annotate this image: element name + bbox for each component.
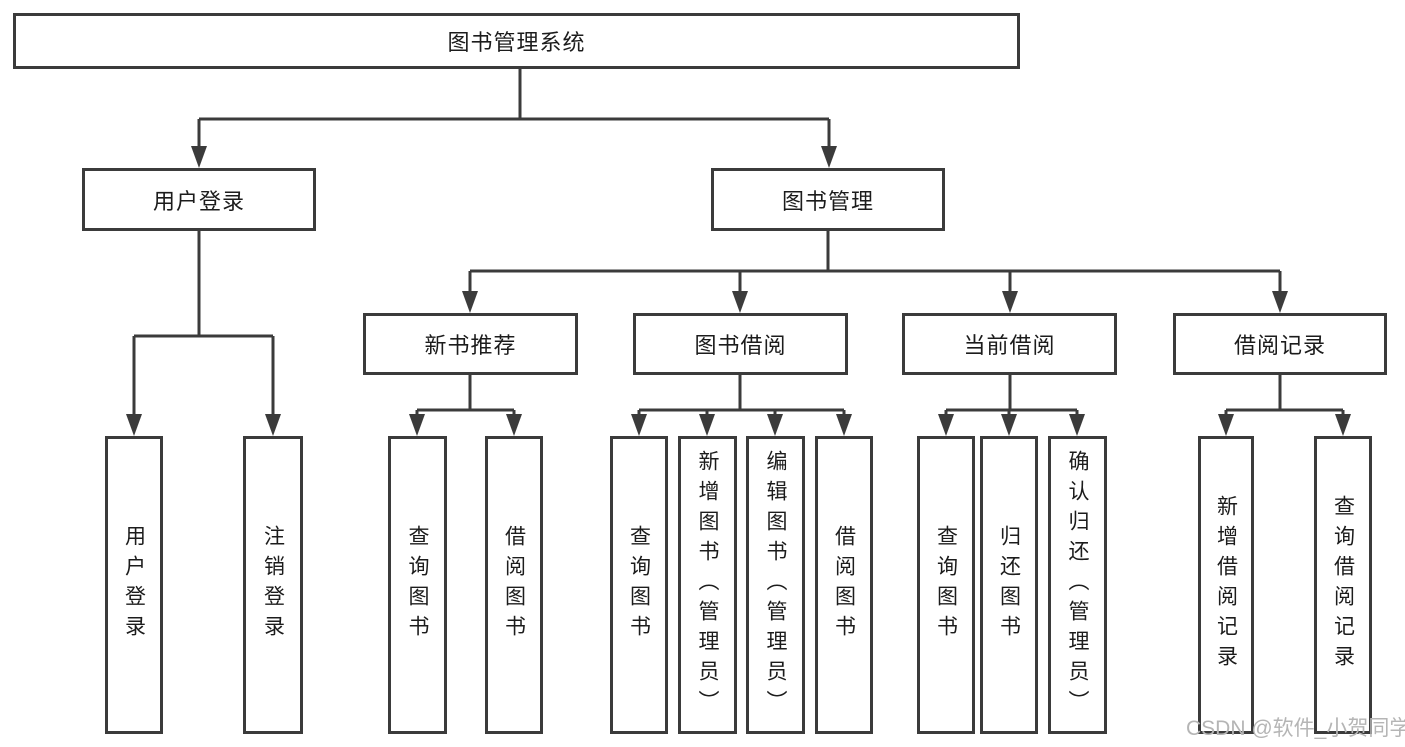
node-leaf-user-login: 用户登录 (105, 436, 163, 734)
node-leaf-confirm-return-admin: 确认归还（管理员） (1048, 436, 1107, 734)
node-label: 查询图书 (627, 525, 651, 645)
node-label: 用户登录 (152, 188, 245, 214)
node-label: 用户登录 (122, 525, 146, 645)
node-label: 图书管理系统 (447, 30, 586, 55)
node-book-management-branch: 图书管理 (711, 168, 945, 231)
node-label: 归还图书 (997, 525, 1021, 645)
node-leaf-return-books: 归还图书 (980, 436, 1038, 734)
node-current-borrow: 当前借阅 (902, 313, 1117, 375)
node-label: 新增图书（管理员） (696, 450, 719, 720)
node-label: 借阅图书 (502, 525, 526, 645)
node-book-borrow: 图书借阅 (633, 313, 848, 375)
node-leaf-query-books-2: 查询图书 (610, 436, 668, 734)
node-leaf-logout: 注销登录 (243, 436, 303, 734)
node-leaf-add-borrow-record: 新增借阅记录 (1198, 436, 1254, 734)
node-label: 当前借阅 (963, 333, 1056, 358)
node-user-login-branch: 用户登录 (82, 168, 316, 231)
node-label: 借阅图书 (832, 525, 856, 645)
node-label: 编辑图书（管理员） (764, 450, 787, 720)
node-label: 查询图书 (406, 525, 429, 645)
node-label: 图书管理 (781, 188, 874, 214)
node-label: 确认归还（管理员） (1066, 450, 1089, 720)
node-leaf-borrow-books-2: 借阅图书 (815, 436, 873, 734)
node-leaf-query-books-1: 查询图书 (388, 436, 447, 734)
node-leaf-edit-books-admin: 编辑图书（管理员） (746, 436, 805, 734)
node-new-book-recommend: 新书推荐 (363, 313, 578, 375)
node-system-root: 图书管理系统 (13, 13, 1020, 69)
node-leaf-query-borrow-record: 查询借阅记录 (1314, 436, 1372, 734)
node-label: 新增借阅记录 (1214, 495, 1238, 675)
node-label: 图书借阅 (694, 333, 787, 358)
node-leaf-borrow-books-1: 借阅图书 (485, 436, 543, 734)
node-leaf-query-books-3: 查询图书 (917, 436, 975, 734)
csdn-watermark: CSDN @软件_小贺同学 (1186, 717, 1405, 740)
node-borrow-records: 借阅记录 (1173, 313, 1387, 375)
node-label: 查询借阅记录 (1331, 495, 1355, 675)
node-leaf-add-books-admin: 新增图书（管理员） (678, 436, 737, 734)
node-label: 新书推荐 (424, 333, 517, 358)
node-label: 借阅记录 (1233, 333, 1326, 358)
node-label: 注销登录 (261, 525, 285, 645)
node-label: 查询图书 (934, 525, 958, 645)
